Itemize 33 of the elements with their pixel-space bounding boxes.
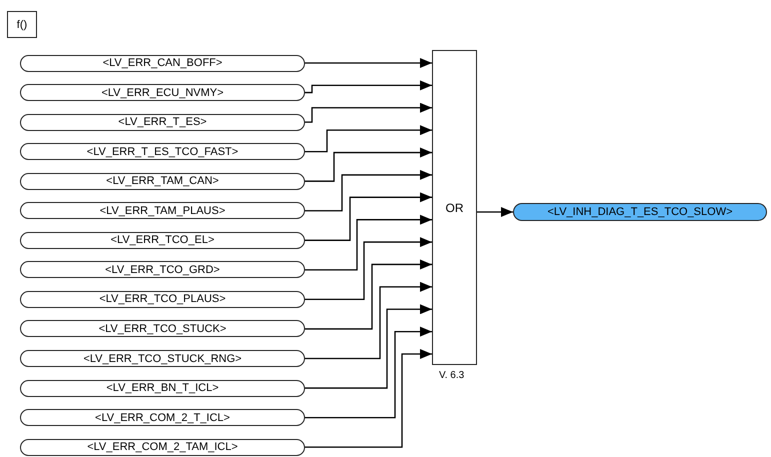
arrow (305, 259, 432, 330)
version-label: V. 6.3 (439, 370, 464, 381)
arrow (305, 304, 432, 389)
input-signal: <LV_ERR_ECU_NVMY> (20, 84, 305, 102)
arrow (305, 102, 432, 123)
arrow (305, 214, 432, 270)
arrow (305, 326, 432, 418)
or-block: OR (432, 50, 477, 365)
arrow (305, 170, 432, 212)
arrow (305, 349, 432, 448)
function-label: f() (7, 11, 37, 38)
arrow (477, 207, 513, 217)
input-signal: <LV_ERR_T_ES_TCO_FAST> (20, 143, 305, 160)
arrow (305, 237, 432, 300)
arrow (305, 80, 432, 94)
input-signal: <LV_ERR_TCO_STUCK_RNG> (20, 350, 305, 367)
input-signal: <LV_ERR_TAM_CAN> (20, 172, 305, 190)
arrow (305, 58, 432, 68)
arrow (305, 192, 432, 241)
input-signal: <LV_ERR_TCO_GRD> (20, 261, 305, 278)
output-signal: <LV_INH_DIAG_T_ES_TCO_SLOW> (513, 203, 767, 221)
input-signal: <LV_ERR_TAM_PLAUS> (20, 202, 305, 220)
input-signal: <LV_ERR_CAN_BOFF> (20, 54, 305, 72)
input-signal: <LV_ERR_TCO_EL> (20, 232, 305, 249)
arrow (305, 125, 432, 152)
arrow (305, 282, 432, 360)
input-signal: <LV_ERR_T_ES> (20, 114, 305, 131)
input-signal: <LV_ERR_TCO_PLAUS> (20, 290, 305, 308)
input-signal: <LV_ERR_COM_2_TAM_ICL> (20, 438, 305, 456)
input-signal: <LV_ERR_BN_T_ICL> (20, 380, 305, 397)
input-signal: <LV_ERR_TCO_STUCK> (20, 320, 305, 338)
input-signal: <LV_ERR_COM_2_T_ICL> (20, 409, 305, 426)
arrow (305, 148, 432, 182)
